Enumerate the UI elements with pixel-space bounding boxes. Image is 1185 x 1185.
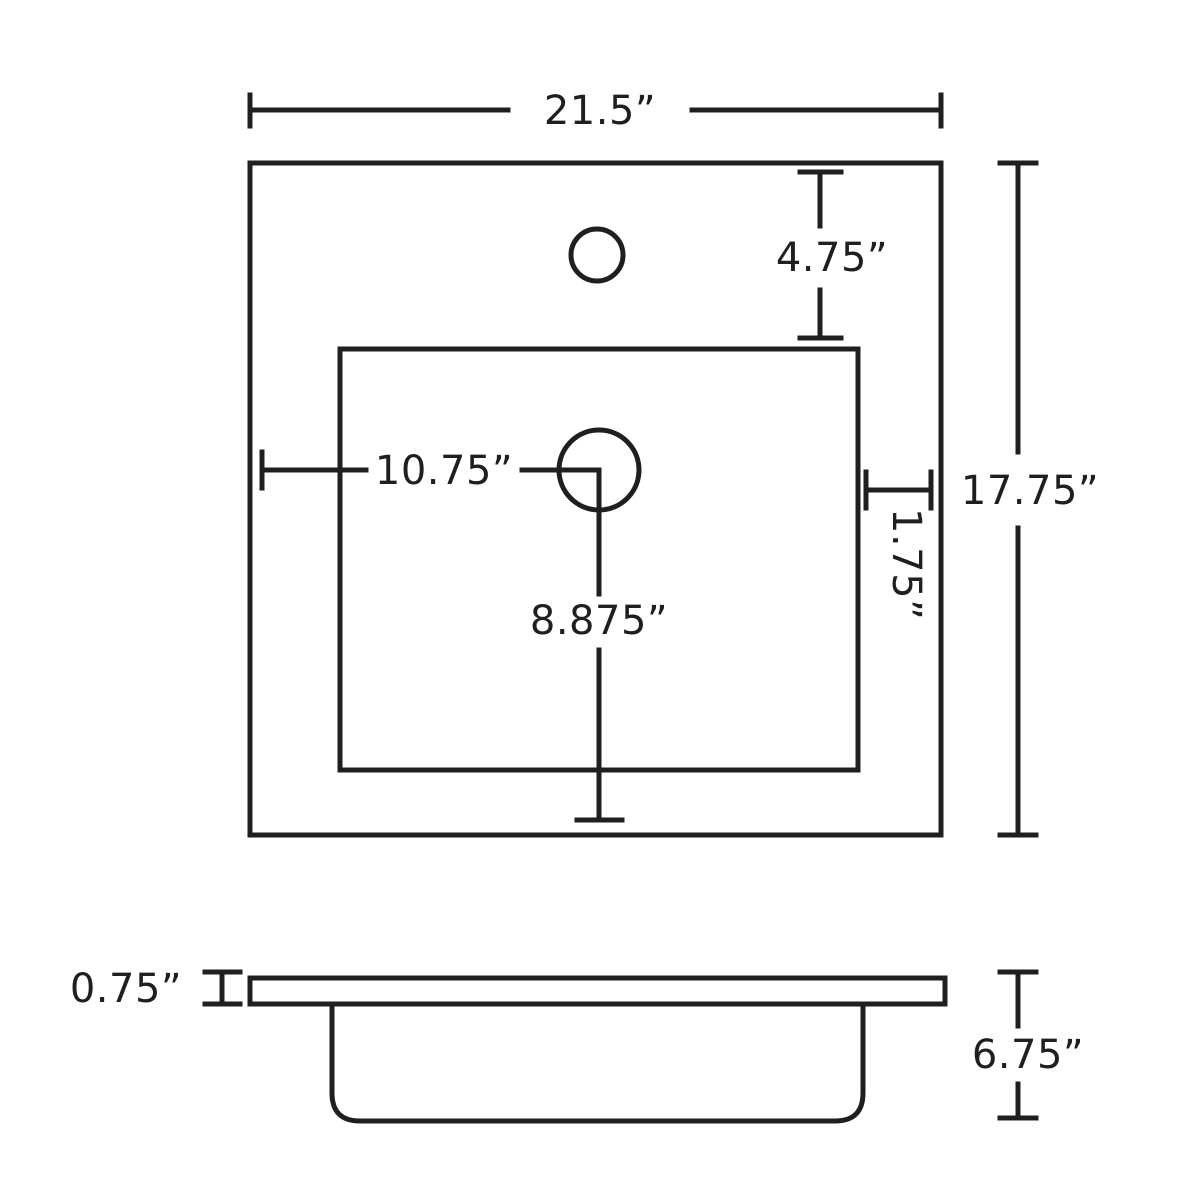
dim-label-faucet-setback: 4.75” [776, 235, 888, 281]
faucet-hole [568, 226, 626, 284]
dim-label-overall-height: 6.75” [972, 1032, 1084, 1078]
dim-line-faucet-setback [797, 169, 844, 341]
side-view-basin [329, 1001, 866, 1124]
dim-line-rim-gap [863, 469, 934, 511]
dim-label-top-width: 21.5” [544, 88, 656, 134]
dim-line-drain-from-left [259, 449, 602, 491]
dim-label-deck-thickness: 0.75” [70, 966, 182, 1012]
linework [202, 92, 1039, 1124]
top-view-outer-edge [247, 160, 944, 838]
dim-line-overall-depth [997, 160, 1039, 838]
dim-label-drain-from-front: 8.875” [530, 598, 668, 644]
dim-label-rim-gap: 1.75” [883, 508, 929, 620]
dim-line-deck-thickness [202, 969, 243, 1007]
dim-line-top-width [247, 92, 944, 129]
dimension-labels: 21.5” 17.75” 4.75” 10.75” 8.875” 1.75” 0… [70, 88, 1099, 1078]
side-view-deck [247, 975, 948, 1007]
dim-line-drain-from-front [574, 467, 625, 823]
dim-line-overall-height [997, 969, 1039, 1121]
dim-label-overall-depth: 17.75” [961, 468, 1099, 514]
dim-label-drain-from-left: 10.75” [375, 448, 513, 494]
